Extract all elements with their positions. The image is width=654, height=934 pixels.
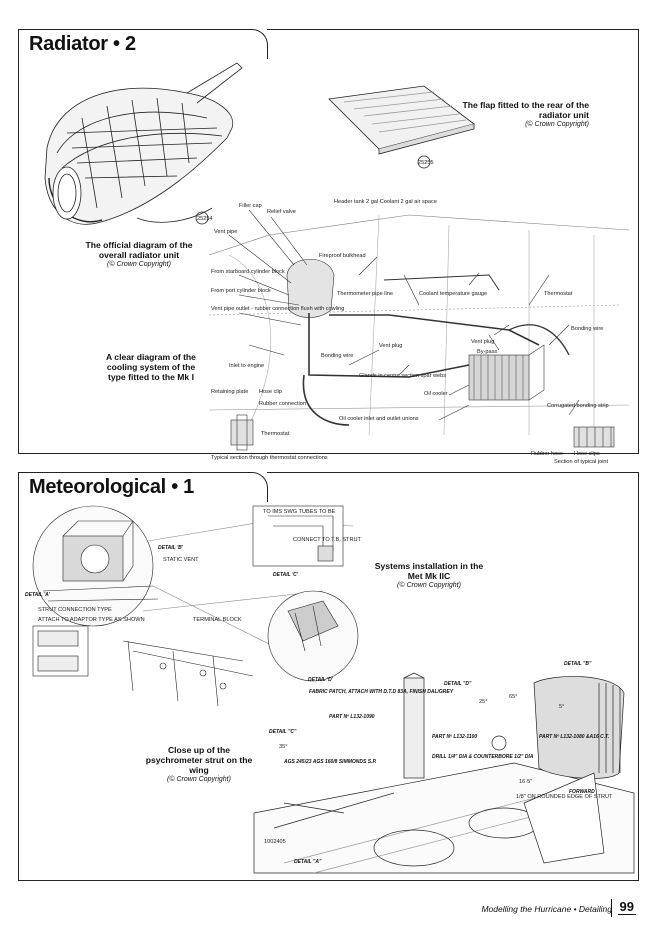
dim-35: 35°: [279, 744, 287, 750]
forward-label: FORWARD: [569, 789, 595, 795]
systems-installation-drawing: DETAIL 'B' DETAIL 'A' DETAIL 'C' DETAIL …: [25, 505, 362, 707]
label-thermostat-top: Thermostat: [544, 291, 573, 297]
drill-note: DRILL 1/4" DIA & COUNTERBORE 1/2" DIA: [432, 754, 534, 760]
label-vent-plug-1: Vent plug: [471, 339, 494, 345]
flap-caption: The flap fitted to the rear of the radia…: [459, 100, 589, 130]
page-number: 99: [617, 899, 636, 915]
radiator-unit-drawing: 25254: [44, 62, 243, 225]
label-from-starboard: From starboard cylinder block: [211, 269, 285, 275]
closeup-credit: (© Crown Copyright): [167, 776, 231, 783]
systems-caption: Systems installation in the Met Mk IIC (…: [374, 561, 484, 591]
dim-25: 25°: [479, 699, 487, 705]
label-from-port: From port cylinder block: [211, 288, 271, 294]
official-credit: (© Crown Copyright): [107, 261, 171, 268]
label-corrugated-strip: Corrugated bonding strip: [547, 403, 609, 409]
page-footer-text: Modelling the Hurricane • Detailing: [481, 904, 612, 914]
detail-c-label: DETAIL 'C': [273, 572, 299, 578]
connect-note: CONNECT TO T.B. STRUT: [293, 537, 362, 543]
label-coolant-temp: Coolant temperature gauge: [419, 291, 487, 297]
cooling-system-diagram: Filler cap Relief valve Header tank 2 ga…: [208, 199, 630, 465]
lower-detail-b-label: DETAIL "B": [564, 661, 592, 667]
label-vent-plug-2: Vent plug: [379, 343, 402, 349]
dim-16-5: 16·5": [519, 779, 532, 785]
part-number-25254: 25254: [197, 216, 213, 222]
terminal-note: TERMINAL BLOCK: [193, 617, 242, 623]
meteorological-panel-top-border: [267, 472, 639, 473]
dim-rounded-edge: 1/8" ON ROUNDED EDGE OF STRUT: [516, 794, 613, 800]
psychrometer-strut-drawing: DETAIL "D" DETAIL "B" DETAIL "C" DETAIL …: [253, 661, 635, 874]
label-inlet-to-engine: Inlet to engine: [229, 363, 264, 369]
part-1080-label: PART Nº L132-1080 &A16 C.T.: [539, 734, 609, 740]
label-by-pass: By-pass: [477, 349, 497, 355]
label-rubber-hose: Rubber hose: [531, 451, 563, 457]
label-bonding-wire-right: Bonding wire: [571, 326, 603, 332]
label-rubber-connection: Rubber connection: [259, 401, 306, 407]
number-1002405: 1002405: [264, 839, 286, 845]
label-section-joint: Section of typical joint: [554, 459, 609, 465]
dim-5: 5°: [559, 704, 564, 710]
label-thermostat-bottom: Thermostat: [261, 431, 290, 437]
label-retaining-plate: Retaining plate: [211, 389, 248, 395]
label-bonding-wire-left: Bonding wire: [321, 353, 353, 359]
footer-divider: [611, 899, 612, 917]
meteorological-section-title: Meteorological • 1: [18, 472, 268, 502]
flap-caption-text: The flap fitted to the rear of the radia…: [462, 100, 589, 120]
strut-connection-note: STRUT CONNECTION TYPE: [38, 607, 112, 613]
label-typical-section: Typical section through thermostat conne…: [211, 455, 328, 461]
meteorological-panel: Meteorological • 1 DETAIL 'B' DETAIL 'A'…: [18, 472, 639, 881]
closeup-caption: Close up of the psychrometer strut on th…: [139, 745, 259, 785]
lower-detail-a-label: DETAIL "A": [294, 859, 322, 865]
label-header-tank: Header tank 2 gal Coolant 2 gal air spac…: [334, 199, 437, 205]
static-vent-note: STATIC VENT: [163, 557, 199, 563]
radiator-section-title: Radiator • 2: [18, 29, 268, 59]
official-caption-text: The official diagram of the overall radi…: [85, 240, 193, 260]
part-1100-label: PART Nº L132-1100: [432, 734, 477, 740]
detail-d-label: DETAIL 'D': [308, 677, 334, 683]
label-relief-valve: Relief valve: [267, 209, 296, 215]
label-hose-clip: Hose clip: [259, 389, 282, 395]
closeup-caption-text: Close up of the psychrometer strut on th…: [145, 745, 253, 775]
cooling-caption-text: A clear diagram of the cooling system of…: [106, 352, 196, 382]
radiator-panel: Radiator • 2 25254 25255 The flap fi: [18, 29, 639, 465]
radiator-flap-drawing: 25255: [328, 85, 475, 169]
lower-detail-c-label: DETAIL "C": [269, 729, 297, 735]
cooling-caption: A clear diagram of the cooling system of…: [101, 352, 201, 382]
systems-caption-text: Systems installation in the Met Mk IIC: [374, 561, 484, 581]
label-oil-cooler-unions: Oil cooler inlet and outlet unions: [339, 416, 419, 422]
detail-b-label: DETAIL 'B': [158, 545, 184, 551]
label-vent-pipe-outlet: Vent pipe outlet - rubber connection flu…: [211, 306, 344, 312]
radiator-panel-top-border: [267, 29, 639, 30]
attach-note: ATTACH TO ADAPTOR TYPE AS SHOWN: [38, 617, 145, 623]
flap-credit: (© Crown Copyright): [525, 121, 589, 128]
detail-a-label: DETAIL 'A': [25, 592, 51, 598]
part-1090-label: PART Nº L132-1090: [329, 714, 375, 720]
fabric-patch-note: FABRIC PATCH, ATTACH WITH D.T.D 83A, FIN…: [309, 689, 454, 695]
label-filler-cap: Filler cap: [239, 203, 262, 209]
lower-detail-d-label: DETAIL "D": [444, 681, 472, 687]
official-diagram-caption: The official diagram of the overall radi…: [74, 240, 204, 270]
systems-credit: (© Crown Copyright): [397, 582, 461, 589]
label-oil-cooler: Oil cooler: [424, 391, 448, 397]
label-vent-pipe: Vent pipe: [214, 229, 237, 235]
label-glands: Glands in centre section spar webs: [359, 373, 446, 379]
label-thermometer-pipe: Thermometer pipe line: [337, 291, 393, 297]
part-number-25255: 25255: [418, 160, 434, 166]
tube-note: TO IMS SWG TUBES TO BE: [263, 509, 336, 515]
label-hose-clips: Hose clips: [574, 451, 600, 457]
label-fireproof-bulkhead: Fireproof bulkhead: [319, 253, 366, 259]
dim-65: 65°: [509, 694, 517, 700]
ags-note: AGS 245/23 AGS 160/8 SIMMONDS S.P.: [283, 759, 377, 765]
